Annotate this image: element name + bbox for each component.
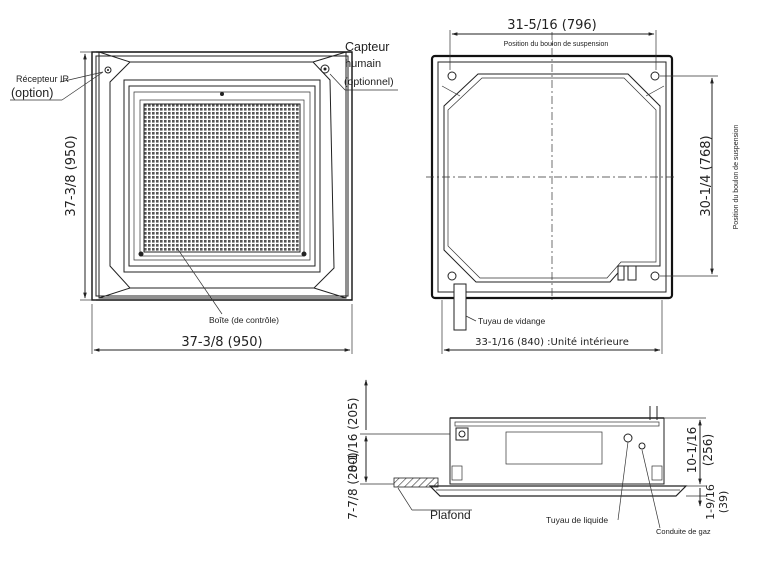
- side-total-mm-dim: (256): [701, 434, 715, 466]
- side-bottom-dim: 7-7/8 (200): [346, 452, 360, 519]
- option-label: (option): [11, 86, 53, 100]
- capteur-label: Capteur: [345, 40, 389, 54]
- bolt-width-dim: 31-5/16 (796): [507, 18, 597, 33]
- front-height-dim: 37-3/8 (950): [64, 135, 79, 216]
- recepteur-ir-label: Récepteur IR: [16, 74, 70, 84]
- front-width-dim: 37-3/8 (950): [181, 335, 262, 350]
- side-top-dim: 8-1/16 (205): [346, 398, 360, 473]
- bolt-position-label-vertical: Position du boulon de suspension: [733, 125, 740, 230]
- air-grille: [143, 103, 301, 253]
- tuyau-liquide-label: Tuyau de liquide: [546, 515, 608, 525]
- tuyau-vidange-label: Tuyau de vidange: [478, 316, 546, 326]
- bolt-position-label-horizontal: Position du boulon de suspension: [504, 41, 609, 48]
- conduite-gaz-label: Conduite de gaz: [656, 527, 711, 536]
- bolt-height-dim: 30-1/4 (768): [699, 135, 714, 216]
- humain-label: humain: [345, 58, 381, 70]
- panel-height-mm-dim: (39): [717, 491, 730, 514]
- optionnel-label: (optionnel): [344, 76, 394, 88]
- panel-height-dim: 1-9/16: [704, 484, 717, 520]
- boite-controle-label: Boîte (de contrôle): [209, 315, 279, 325]
- top-view: [426, 30, 718, 354]
- plafond-label: Plafond: [430, 508, 471, 522]
- side-total-dim: 10-1/16: [685, 427, 699, 474]
- ir-receiver-icon: [104, 66, 112, 74]
- indoor-unit-width-dim: 33-1/16 (840) :Unité intérieure: [475, 336, 629, 348]
- ceiling-hatch: [393, 477, 439, 488]
- front-view: [10, 51, 398, 354]
- human-sensor-icon: [320, 64, 330, 74]
- side-view: [360, 379, 706, 529]
